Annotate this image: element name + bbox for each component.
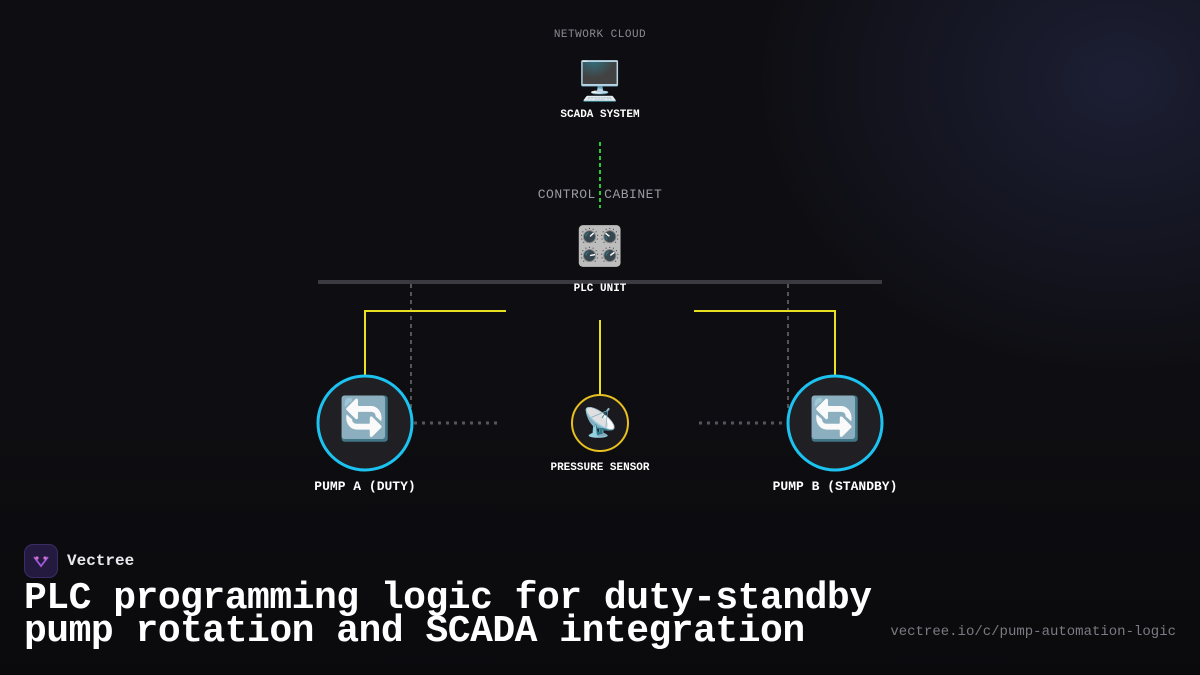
satellite-antenna-icon: 📡 — [582, 406, 618, 439]
zone-label-control-cabinet: CONTROL CABINET — [537, 187, 663, 202]
rotation-arrows-icon: 🔄 — [808, 394, 862, 443]
brand-name: Vectree — [67, 552, 135, 570]
zone-label-network-cloud: NETWORK CLOUD — [553, 29, 647, 41]
page-title: PLC programming logic for duty-standby p… — [24, 577, 872, 653]
control-wire-pump-b — [694, 310, 836, 377]
page-url[interactable]: vectree.io/c/pump-automation-logic — [890, 624, 1176, 640]
scada-system-label: SCADA SYSTEM — [560, 109, 640, 121]
control-wire-pump-a — [364, 310, 506, 377]
pump-b-label: PUMP B (STANDBY) — [772, 479, 898, 494]
vectree-logo-icon — [24, 544, 58, 578]
logo-mark — [33, 556, 49, 568]
rotation-arrows-icon: 🔄 — [338, 394, 392, 443]
pump-a-ring — [316, 374, 414, 472]
brand[interactable]: Vectree — [24, 544, 1176, 578]
footer: Vectree — [24, 544, 1176, 578]
pump-a-label: PUMP A (DUTY) — [314, 479, 416, 494]
control-knobs-icon: 🎛️ — [576, 224, 624, 268]
plc-unit-label: PLC UNIT — [573, 283, 627, 295]
pump-b-ring — [786, 374, 884, 472]
desktop-computer-icon: 🖥️ — [576, 59, 624, 103]
system-diagram: NETWORK CLOUD 🖥️ SCADA SYSTEM CONTROL CA… — [314, 29, 898, 494]
pressure-sensor-label: PRESSURE SENSOR — [550, 462, 650, 474]
diagram-connections — [316, 142, 884, 472]
sensor-ring — [571, 394, 629, 452]
